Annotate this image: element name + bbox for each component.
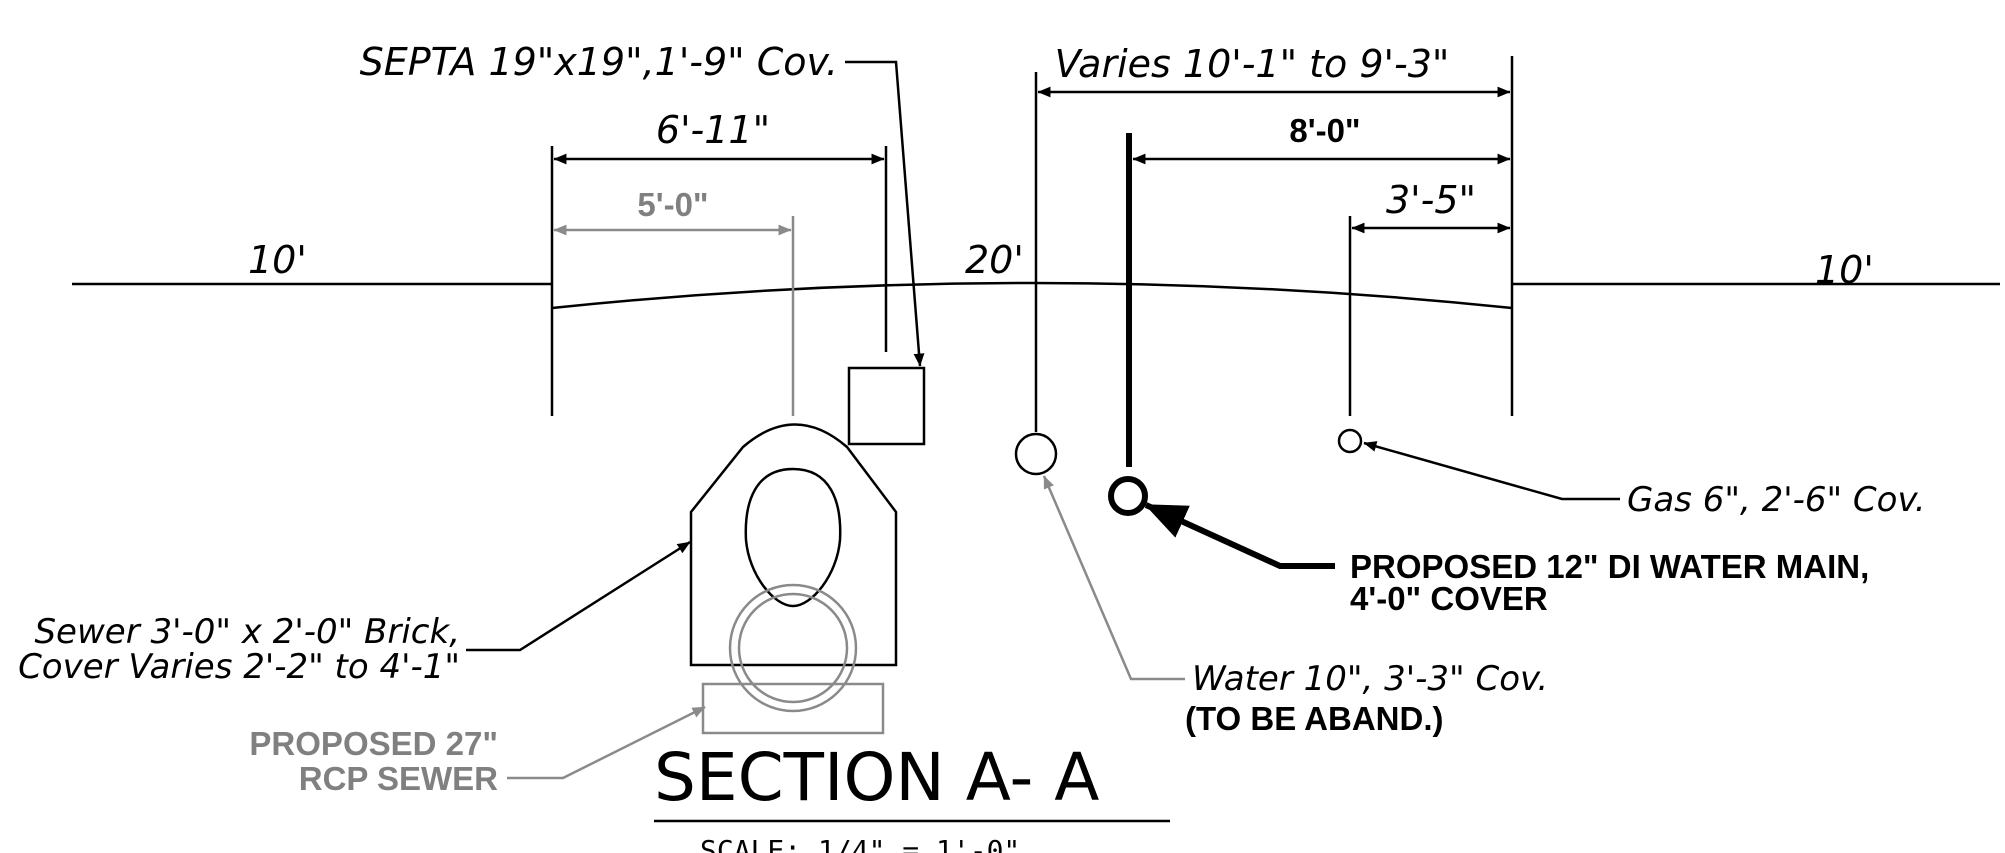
scale-label: SCALE: 1/4" = 1'-0" — [700, 834, 1020, 853]
left-width-label: 10' — [248, 238, 307, 282]
gas-label: Gas 6", 2'-6" Cov. — [1627, 480, 1926, 520]
dim-varies-label: Varies 10'-1" to 9'-3" — [1055, 42, 1450, 86]
gas-leader — [1363, 441, 1620, 501]
existing-water-pipe — [1014, 432, 1058, 476]
brick-sewer-egg — [744, 467, 842, 608]
dim-8-0-label: 8'-0" — [1289, 112, 1360, 149]
gas-pipe — [1337, 428, 1363, 454]
rcp-sewer-outer — [728, 583, 858, 713]
water-abandon-label: (TO BE ABAND.) — [1185, 700, 1444, 737]
rcp-bedding — [701, 682, 885, 735]
water-main-cover-label: 4'-0" COVER — [1350, 580, 1548, 617]
water-leader — [1042, 475, 1185, 681]
rcp-label: PROPOSED 27" — [249, 725, 498, 762]
water-main-label: PROPOSED 12" DI WATER MAIN, — [1350, 548, 1869, 585]
dim-6-11-label: 6'-11" — [656, 108, 770, 152]
septa-label: SEPTA 19"x19",1'-9" Cov. — [360, 40, 838, 84]
septa-duct-box — [847, 366, 926, 446]
dim-3-5-label: 3'-5" — [1386, 178, 1476, 222]
proposed-water-main — [1108, 476, 1148, 516]
rcp-sewer-inner — [737, 592, 849, 704]
center-width-label: 20' — [965, 238, 1024, 282]
sewer-leader — [466, 540, 691, 652]
right-width-label: 10' — [1815, 248, 1874, 292]
dim-5-0-label: 5'-0" — [637, 186, 708, 223]
rcp-leader — [507, 705, 706, 780]
section-title: SECTION A- A — [654, 739, 1099, 816]
water-label: Water 10", 3'-3" Cov. — [1192, 659, 1548, 699]
sewer-label: Sewer 3'-0" x 2'-0" Brick, — [34, 612, 460, 652]
water-main-leader — [1144, 502, 1335, 569]
septa-leader — [845, 60, 925, 367]
rcp-label-2: RCP SEWER — [299, 760, 498, 797]
brick-sewer-outline — [689, 423, 898, 667]
road-crown — [551, 281, 1513, 310]
sewer-cover-label: Cover Varies 2'-2" to 4'-1" — [18, 647, 460, 687]
